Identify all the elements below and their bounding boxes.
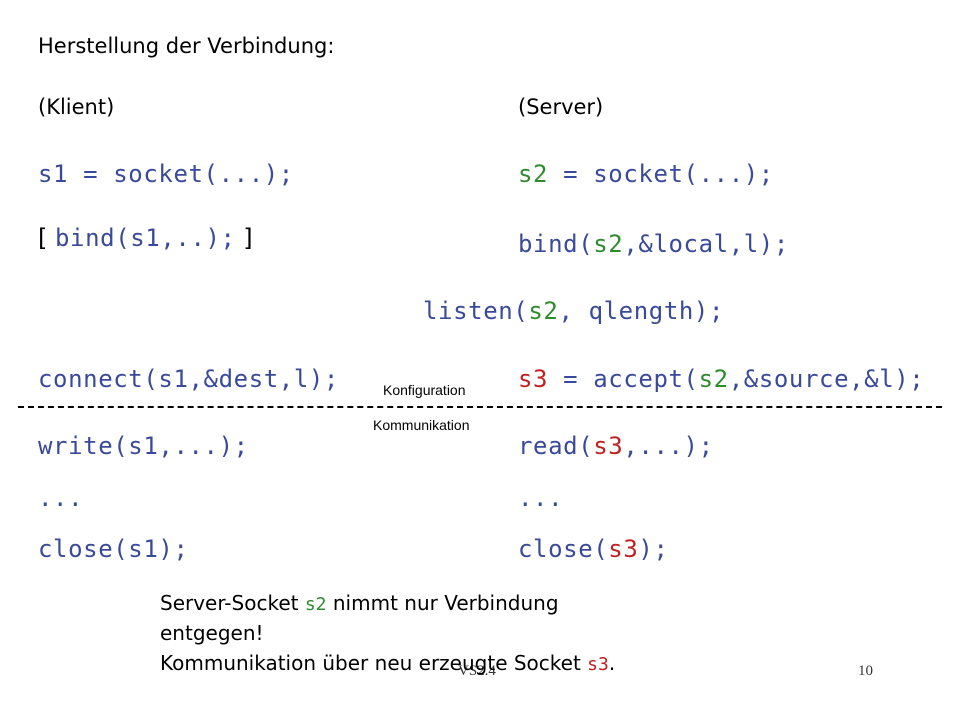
server-bind-pre: bind(	[518, 230, 594, 258]
server-label: (Server)	[518, 95, 604, 119]
note-line-1: Server-Socket s2 nimmt nur Verbindung	[160, 588, 559, 620]
footer-course-id: VS2.4	[458, 663, 496, 679]
server-close-var: s3	[608, 535, 639, 563]
server-accept-mid: = accept(	[548, 365, 699, 393]
note-line-1-pre: Server-Socket	[160, 591, 305, 615]
client-label: (Klient)	[38, 95, 115, 119]
client-bind-bracket-close: ]	[235, 224, 253, 252]
server-socket-line: s2 = socket(...);	[518, 160, 774, 188]
server-read-pre: read(	[518, 432, 594, 460]
client-bind-bracket-open: [	[38, 224, 55, 252]
phase-label-config: Konfiguration	[383, 382, 466, 398]
client-connect-line: connect(s1,&dest,l);	[38, 365, 339, 393]
server-accept-var: s3	[518, 365, 549, 393]
client-socket-var: s1	[38, 160, 69, 188]
note-line-1-post: nimmt nur Verbindung	[326, 591, 559, 615]
client-socket-line: s1 = socket(...);	[38, 160, 294, 188]
page-number: 10	[858, 663, 873, 679]
note-line-3-pre: Kommunikation über neu erzeugte Socket	[160, 651, 588, 675]
server-accept-post: ,&source,&l);	[728, 365, 925, 393]
server-close-line: close(s3);	[518, 535, 669, 563]
slide-heading: Herstellung der Verbindung:	[38, 34, 335, 58]
server-bind-line: bind(s2,&local,l);	[518, 230, 789, 258]
client-bind-call: bind(s1,..);	[55, 224, 236, 252]
phase-divider	[18, 406, 942, 408]
server-listen-line: listen(s2, qlength);	[423, 297, 724, 325]
server-listen-var: s2	[528, 297, 559, 325]
server-close-pre: close(	[518, 535, 609, 563]
client-write-line: write(s1,...);	[38, 432, 249, 460]
server-listen-post: , qlength);	[558, 297, 725, 325]
note-code-s3: s3	[587, 654, 609, 675]
server-ellipsis: ...	[518, 484, 564, 512]
client-socket-rest: = socket(...);	[68, 160, 294, 188]
note-code-s2: s2	[304, 594, 327, 615]
note-line-3-post: .	[608, 651, 616, 675]
server-close-post: );	[638, 535, 669, 563]
server-socket-rest: = socket(...);	[548, 160, 774, 188]
server-bind-post: ,&local,l);	[623, 230, 789, 258]
server-read-line: read(s3,...);	[518, 432, 714, 460]
client-ellipsis: ...	[38, 484, 84, 512]
server-accept-var2: s2	[698, 365, 729, 393]
server-read-post: ,...);	[623, 432, 714, 460]
note-line-3: Kommunikation über neu erzeugte Socket s…	[160, 648, 615, 680]
server-bind-var: s2	[593, 230, 624, 258]
server-accept-line: s3 = accept(s2,&source,&l);	[518, 365, 924, 393]
server-listen-pre: listen(	[423, 297, 529, 325]
server-read-var: s3	[593, 432, 624, 460]
phase-label-communication: Kommunikation	[373, 417, 470, 433]
note-line-2: entgegen!	[160, 621, 264, 645]
server-socket-var: s2	[518, 160, 549, 188]
client-close-line: close(s1);	[38, 535, 189, 563]
client-bind-line: [ bind(s1,..); ]	[38, 224, 253, 252]
